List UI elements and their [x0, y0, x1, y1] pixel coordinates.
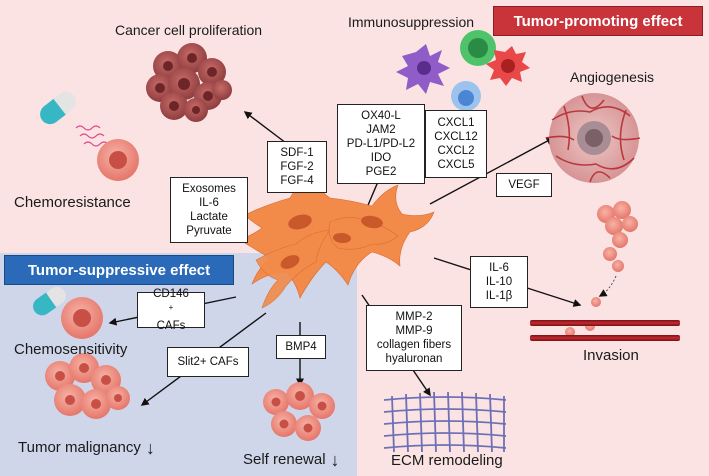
tumor-malignancy-text: Tumor malignancy — [18, 439, 141, 456]
chemosensitivity-pill — [33, 287, 66, 316]
label-cancer-cell-proliferation: Cancer cell proliferation — [115, 22, 263, 38]
label-invasion: Invasion — [583, 347, 639, 364]
label-immunosuppression: Immunosuppression — [348, 14, 475, 30]
immune-cells — [396, 30, 530, 111]
arrow-to-proliferation — [243, 111, 287, 144]
chemoresistance-cell — [97, 139, 139, 181]
proliferation-cluster — [146, 43, 232, 122]
ecm-mesh — [383, 391, 507, 453]
angiogenesis-tumor — [545, 93, 641, 183]
label-self-renewal: Self renewal↓ — [243, 450, 340, 471]
tumor-suppressive-banner: Tumor-suppressive effect — [4, 255, 234, 285]
self-renewal-text: Self renewal — [243, 451, 326, 468]
box-vegf: VEGF — [496, 173, 552, 197]
label-angiogenesis: Angiogenesis — [570, 69, 655, 85]
tumor-malignancy-cluster — [45, 353, 130, 419]
chemosensitivity-cell — [61, 297, 103, 339]
decrease-arrow-icon: ↓ — [145, 438, 155, 458]
blood-vessel — [530, 320, 680, 341]
label-tumor-malignancy: Tumor malignancy↓ — [18, 438, 155, 459]
arrow-to-angiogenesis — [429, 137, 555, 205]
box-slit2-cafs: Slit2+ CAFs — [167, 347, 249, 377]
chemoresistance-pill — [40, 91, 76, 125]
invasion-cluster — [565, 201, 638, 337]
label-chemoresistance: Chemoresistance — [14, 194, 131, 211]
label-ecm-remodeling: ECM remodeling — [391, 452, 503, 469]
decrease-arrow-icon: ↓ — [330, 450, 340, 470]
box-bmp4: BMP4 — [276, 335, 326, 359]
caf-nuclei — [280, 214, 383, 269]
drug-waves — [75, 125, 109, 147]
box-cd146-cafs: CD146+CAFs — [137, 288, 205, 332]
self-renewal-cluster — [263, 382, 335, 441]
label-chemosensitivity: Chemosensitivity — [14, 341, 128, 358]
tumor-promoting-banner: Tumor-promoting effect — [493, 6, 703, 36]
